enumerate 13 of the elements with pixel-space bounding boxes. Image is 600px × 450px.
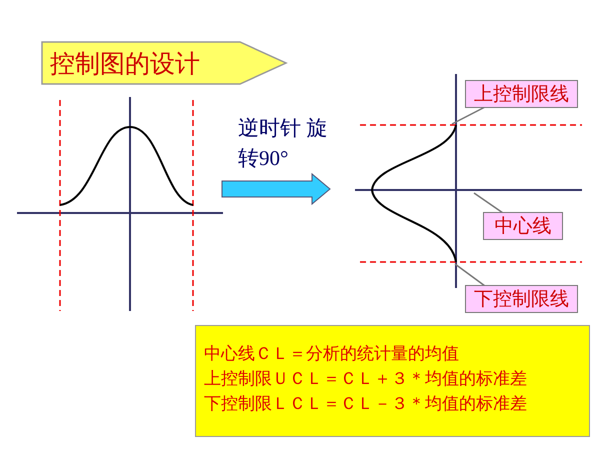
formula-panel [195, 325, 590, 437]
formula-line: 下控制限ＬＣＬ＝ＣＬ－３＊均值的标准差 [204, 393, 527, 415]
callout-label: 中心线 [483, 212, 563, 240]
callout-label: 上控制限线 [465, 80, 578, 108]
leader-line [474, 192, 504, 214]
title-text: 控制图的设计 [50, 50, 200, 80]
leader-line [454, 263, 486, 287]
block-arrow [222, 172, 331, 206]
formula-line: 中心线ＣＬ＝分析的统计量的均值 [204, 343, 459, 365]
leader-line [452, 106, 486, 125]
callout-label: 下控制限线 [465, 285, 578, 313]
formula-line: 上控制限ＵＣＬ＝ＣＬ＋３＊均值的标准差 [204, 368, 527, 390]
edge-label: 逆时针 旋转90° [238, 115, 328, 172]
